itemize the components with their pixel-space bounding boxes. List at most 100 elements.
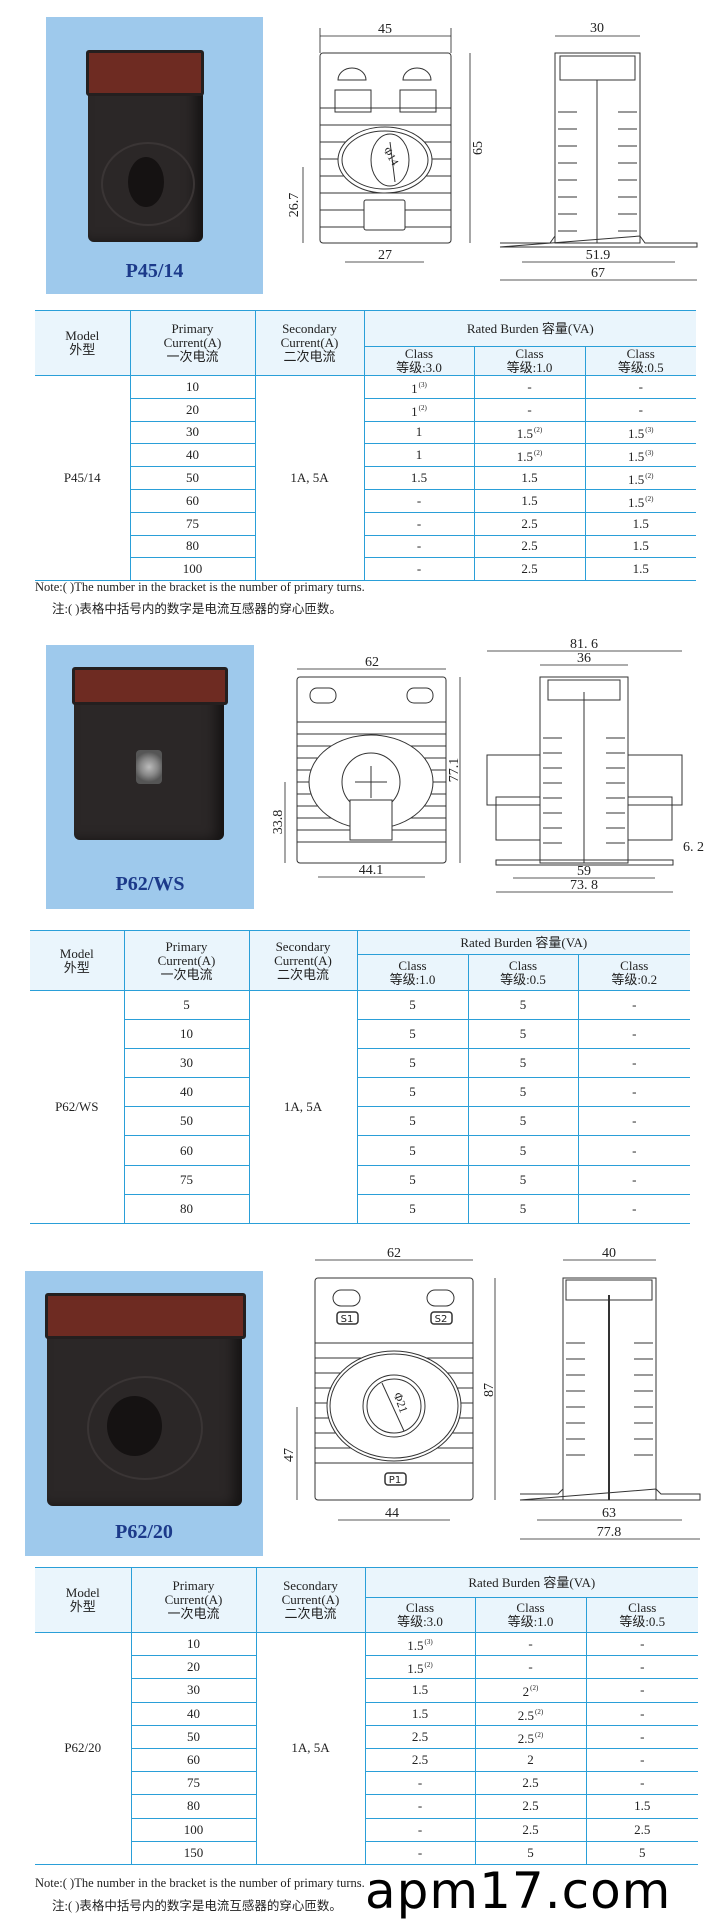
burden-cell: 5 bbox=[467, 1019, 579, 1050]
primary-current-cell: 60 bbox=[131, 1747, 257, 1773]
primary-current-cell: 10 bbox=[129, 375, 256, 399]
secondary-current-header-line: 二次电流 bbox=[283, 349, 336, 364]
model-header-line: 外型 bbox=[63, 959, 90, 975]
burden-value: 1.5 bbox=[516, 426, 534, 442]
burden-cell: 1.5(2) bbox=[584, 488, 696, 513]
primary-current-cell: 80 bbox=[130, 534, 256, 559]
burden-value: 5 bbox=[519, 1055, 527, 1071]
note-cn: 注:( )表格中括号内的数字是电流互感器的穿心匝数。 bbox=[52, 602, 342, 616]
burden-cell: 1.5(3) bbox=[364, 1631, 476, 1657]
burden-cell: 1.5(2) bbox=[364, 1655, 476, 1680]
primary-turns-superscript: (3) bbox=[645, 449, 654, 458]
dim-hole: Φ21 bbox=[391, 1390, 411, 1414]
dimension-lines bbox=[296, 1259, 700, 1540]
class-label: Class bbox=[405, 1600, 435, 1615]
burden-value: 1.5 bbox=[628, 472, 645, 488]
burden-value: 1.5 bbox=[407, 1661, 424, 1677]
burden-cell: 1.5(2) bbox=[584, 466, 696, 490]
burden-value: - bbox=[640, 1705, 645, 1721]
burden-value: - bbox=[416, 561, 422, 577]
class-value: 等级:0.5 bbox=[619, 1614, 666, 1629]
product-photo-p45-14: P45/14 bbox=[46, 17, 263, 294]
burden-value: - bbox=[640, 1659, 645, 1675]
burden-cell: - bbox=[364, 1771, 476, 1796]
class-label: Class bbox=[515, 346, 544, 361]
burden-cell: 5 bbox=[467, 1193, 579, 1224]
dim-center-height: 26.7 bbox=[287, 193, 302, 218]
burden-cell: 2.5 bbox=[474, 1794, 587, 1819]
model-header-line: 外型 bbox=[69, 342, 96, 357]
burden-value: 5 bbox=[527, 1844, 534, 1860]
model-header-line: 外型 bbox=[69, 1599, 96, 1614]
burden-cell: - bbox=[585, 1678, 698, 1703]
dim-center-height: 47 bbox=[282, 1448, 297, 1462]
terminal-p1-label: P1 bbox=[389, 1475, 401, 1486]
class-label: Class bbox=[508, 957, 538, 973]
primary-current-cell: 40 bbox=[130, 443, 256, 468]
burden-cell: 2.5 bbox=[474, 1817, 587, 1842]
primary-current-header-line: Primary bbox=[165, 938, 208, 954]
burden-cell: - bbox=[585, 1724, 698, 1749]
burden-cell: - bbox=[363, 511, 475, 536]
class-label: Class bbox=[628, 1600, 657, 1615]
burden-value: - bbox=[528, 1636, 533, 1652]
burden-value: - bbox=[632, 1113, 637, 1129]
burden-value: - bbox=[417, 1844, 423, 1860]
dim-front-height: 77.1 bbox=[447, 758, 462, 783]
burden-cell: 5 bbox=[356, 1135, 469, 1166]
burden-cell: - bbox=[585, 1701, 698, 1726]
dim-side-width: 30 bbox=[590, 21, 604, 36]
burden-cell: - bbox=[364, 1817, 476, 1842]
burden-cell: - bbox=[577, 1019, 690, 1050]
primary-current-header-line: Current(A) bbox=[164, 1592, 223, 1607]
burden-value: 1.5 bbox=[521, 492, 538, 508]
burden-cell: - bbox=[584, 397, 696, 422]
burden-value: 5 bbox=[519, 1084, 527, 1100]
burden-cell: - bbox=[473, 375, 586, 399]
terminal-s2-label: S2 bbox=[435, 1314, 448, 1325]
burden-cell: 5 bbox=[356, 989, 469, 1021]
burden-value: 1.5 bbox=[632, 561, 649, 577]
burden-cell: 2.5 bbox=[473, 534, 586, 559]
dim-base-span: 44.1 bbox=[359, 863, 384, 878]
class-value: 等级:0.5 bbox=[617, 360, 664, 375]
primary-current-header-line: Current(A) bbox=[157, 952, 216, 968]
burden-value: 1.5 bbox=[632, 515, 649, 531]
burden-cell: 1.5 bbox=[473, 488, 586, 513]
burden-value: 5 bbox=[639, 1844, 646, 1860]
burden-cell: - bbox=[474, 1631, 587, 1657]
burden-value: - bbox=[638, 378, 643, 394]
burden-value: - bbox=[632, 1055, 637, 1071]
dim-mount-span: 59 bbox=[577, 864, 591, 879]
burden-value: - bbox=[417, 1798, 423, 1814]
dim-side-width: 40 bbox=[602, 1246, 616, 1261]
burden-cell: 2(2) bbox=[474, 1678, 587, 1703]
burden-cell: - bbox=[585, 1771, 698, 1796]
model-cell: P45/14 bbox=[35, 374, 131, 582]
burden-cell: 1.5(3) bbox=[584, 443, 696, 468]
primary-current-cell: 10 bbox=[130, 1631, 257, 1657]
primary-turns-superscript: (2) bbox=[535, 1730, 544, 1739]
burden-value: - bbox=[417, 1775, 423, 1791]
product-photo-p62-ws: P62/WS bbox=[46, 645, 254, 909]
burden-cell: - bbox=[585, 1631, 698, 1657]
burden-value: - bbox=[640, 1752, 645, 1768]
burden-cell: 1.5 bbox=[473, 466, 586, 490]
model-cell: P62/WS bbox=[30, 990, 125, 1224]
